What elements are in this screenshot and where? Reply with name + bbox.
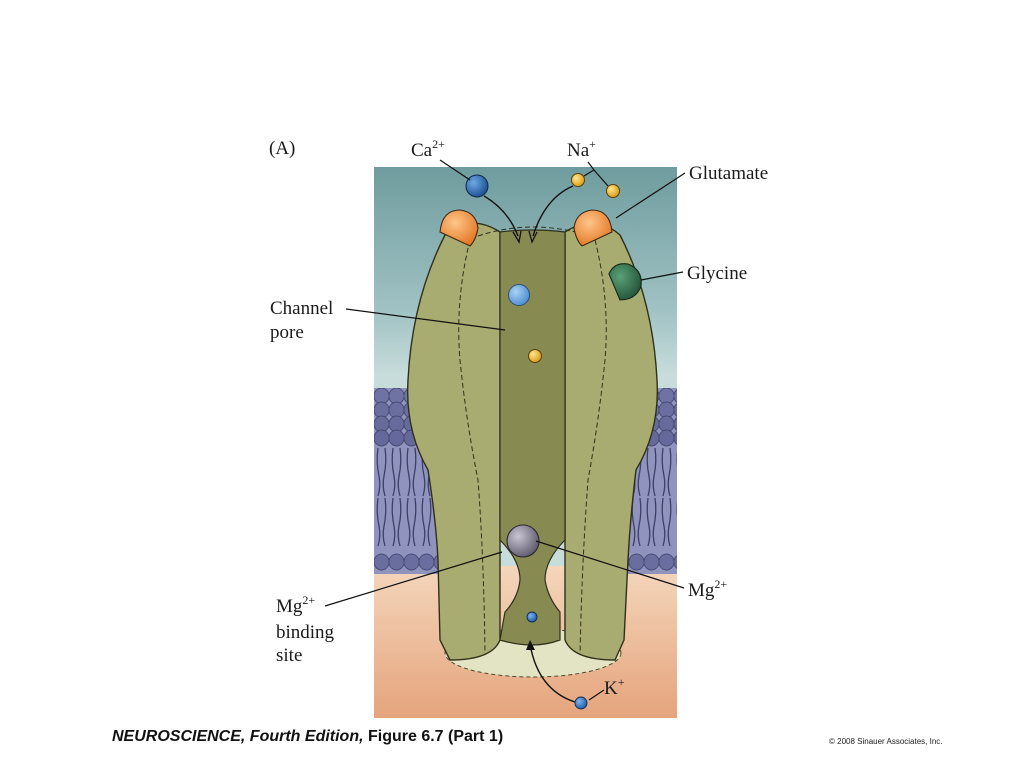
glycine-molecule [608,263,642,301]
leader-glycine [640,271,684,281]
channel-dashed-contour-left [458,239,486,656]
leader-na [583,161,609,187]
leader-mg [535,540,685,589]
label-channel-pore-1: Channel [270,298,333,319]
caption-figure: Figure 6.7 (Part 1) [363,728,504,745]
label-glycine: Glycine [687,263,747,284]
glutamate-molecule-right [573,209,613,247]
calcium-arrowhead [512,230,522,244]
caption-edition: , Fourth Edition, [240,728,364,745]
panel-letter: (A) [269,138,295,159]
caption-book: NEUROSCIENCE [112,728,241,745]
sodium-ion-1 [571,173,585,187]
figure-caption: NEUROSCIENCE, Fourth Edition, Figure 6.7… [112,728,503,746]
label-mg-site-1: Mg2+ [276,593,315,617]
magnesium-ion [506,524,540,558]
sodium-arrowhead [528,230,538,244]
leader-k [588,689,605,701]
channel-dashed-top [477,226,591,237]
leader-glutamate [615,172,686,219]
calcium-entry-arrow [483,195,519,237]
leader-ca [439,159,471,181]
leader-channel-pore [345,308,506,331]
label-glutamate: Glutamate [689,163,768,184]
leader-mg-site [324,551,503,607]
label-calcium: Ca2+ [411,137,445,161]
sodium-entry-arrow [532,185,574,237]
label-magnesium: Mg2+ [688,577,727,601]
sodium-ion-in-pore [528,349,542,363]
label-mg-site-2: binding [276,622,335,643]
copyright-notice: © 2008 Sinauer Associates, Inc. [829,737,943,746]
channel-dashed-contour-right [579,239,607,656]
label-mg-site-3: site [276,645,302,666]
potassium-exit-arrow [529,643,576,703]
calcium-ion [465,174,489,198]
label-potassium: K+ [604,675,625,699]
label-channel-pore-2: pore [270,322,304,343]
potassium-ion-in-pore [526,611,538,623]
potassium-arrowhead [526,640,535,650]
label-sodium: Na+ [567,137,596,161]
sodium-ion-2 [606,184,620,198]
glutamate-molecule-left [439,209,479,247]
calcium-ion-in-pore [508,284,530,306]
potassium-ion [574,696,588,710]
